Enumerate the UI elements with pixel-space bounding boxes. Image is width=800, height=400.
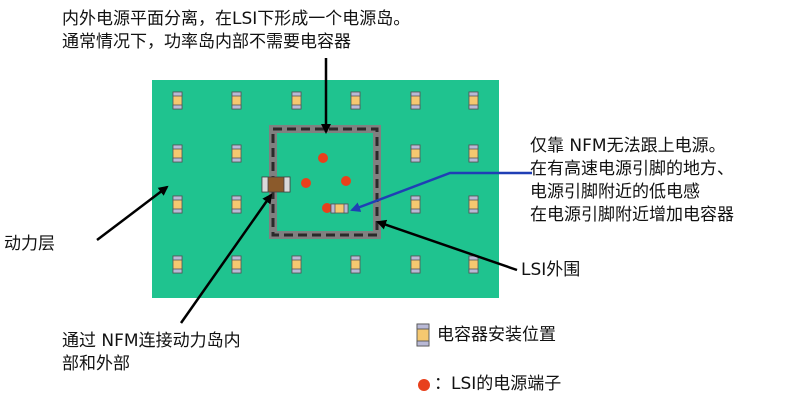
legend-capacitor-label: 电容器安装位置 (437, 325, 556, 345)
right-annotation-line2: 在有高速电源引脚的地方、 (530, 159, 734, 179)
arrow-blue-to-capacitor (350, 171, 532, 212)
bottom-annotation-line2: 部和外部 (62, 354, 130, 374)
arrow-lsi-periphery (376, 219, 518, 272)
nfm-filter (261, 176, 291, 193)
arrow-power-layer (96, 185, 169, 241)
lsi-periphery-label: LSI外围 (521, 260, 581, 280)
right-annotation-line4: 在电源引脚附近增加电容器 (530, 205, 734, 225)
right-annotation-line3: 电源引脚附近的低电感 (530, 182, 700, 202)
top-annotation-line2: 通常情况下，功率岛内部不需要电容器 (62, 32, 351, 52)
top-annotation-line1: 内外电源平面分离，在LSI下形成一个电源岛。 (62, 9, 411, 29)
added-capacitor (330, 203, 349, 214)
bottom-annotation-line1: 通过 NFM连接动力岛内 (62, 331, 241, 351)
right-annotation-line1: 仅靠 NFM无法跟上电源。 (530, 136, 726, 156)
legend-power-pin-icon (418, 379, 430, 391)
legend-power-pin-label: ：LSI的电源端子 (434, 374, 562, 394)
power-layer-label: 动力层 (4, 234, 55, 254)
legend-capacitor-icon (416, 323, 430, 347)
lsi-power-pins (301, 153, 351, 213)
arrow-nfm (179, 193, 273, 324)
